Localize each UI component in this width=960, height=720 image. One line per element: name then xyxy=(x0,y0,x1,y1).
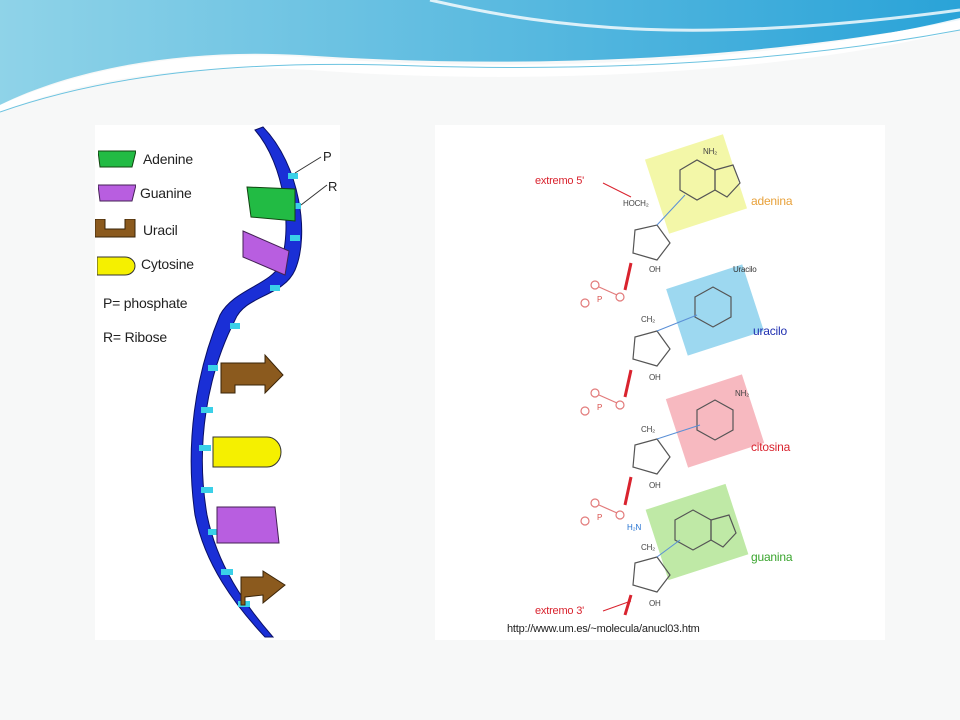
uracilo-label: uracilo xyxy=(753,324,787,338)
slide-header-waves xyxy=(0,0,960,113)
extremo-3-label: extremo 3' xyxy=(535,605,585,617)
uracilo-caption: Uracilo xyxy=(733,265,757,274)
atom-oh-2: OH xyxy=(649,373,661,382)
legend-cytosine: Cytosine xyxy=(141,256,194,272)
legend-phosphate: P= phosphate xyxy=(103,295,188,311)
adenine-base xyxy=(246,186,296,222)
atom-oh-4: OH xyxy=(649,599,661,608)
uracil-swatch-icon xyxy=(95,219,136,238)
atom-hoch2: HOCH₂ xyxy=(623,199,649,208)
atom-h2n: H₂N xyxy=(627,523,642,532)
legend-uracil: Uracil xyxy=(143,222,178,238)
legend-guanine: Guanine xyxy=(140,185,192,201)
adenina-box xyxy=(644,134,748,234)
atom-p-1: P xyxy=(597,295,603,304)
adenina-label: adenina xyxy=(751,194,793,208)
atom-p-2: P xyxy=(597,403,603,412)
rna-chemical-diagram xyxy=(580,134,765,616)
guanine-base xyxy=(242,230,290,276)
atom-nh2-1: NH₂ xyxy=(703,147,718,156)
rna-strand-diagram xyxy=(190,126,328,638)
uracilo-box xyxy=(666,264,764,356)
uracil-base-2 xyxy=(240,570,286,606)
guanina-label: guanina xyxy=(751,550,793,564)
atom-nh2-2: NH₂ xyxy=(735,389,750,398)
strand-label-r: R xyxy=(328,179,338,194)
atom-p-3: P xyxy=(597,513,603,522)
atom-ch2-1: CH₂ xyxy=(641,315,656,324)
atom-oh-1: OH xyxy=(649,265,661,274)
legend-ribose: R= Ribose xyxy=(103,329,167,345)
citosina-label: citosina xyxy=(751,440,791,454)
atom-oh-3: OH xyxy=(649,481,661,490)
atom-ch2-3: CH₂ xyxy=(641,543,656,552)
atom-ch2-2: CH₂ xyxy=(641,425,656,434)
legend-adenine: Adenine xyxy=(143,151,193,167)
rna-strand-panel: Adenine Guanine Uracil Cytosine P= phosp… xyxy=(95,125,340,640)
citosina-box xyxy=(665,374,765,468)
guanine-swatch-icon xyxy=(98,184,136,202)
adenine-swatch-icon xyxy=(98,150,136,168)
guanine-base-2 xyxy=(216,506,280,544)
rna-chemical-structure-panel: extremo 5' extremo 3' adenina Uracilo ur… xyxy=(435,125,885,640)
uracil-base xyxy=(220,353,284,395)
strand-label-p: P xyxy=(323,149,332,164)
cytosine-base xyxy=(212,436,282,468)
extremo-5-label: extremo 5' xyxy=(535,175,585,187)
guanina-box xyxy=(645,483,749,581)
cytosine-swatch-icon xyxy=(97,256,136,276)
source-url: http://www.um.es/~molecula/anucl03.htm xyxy=(507,623,700,635)
